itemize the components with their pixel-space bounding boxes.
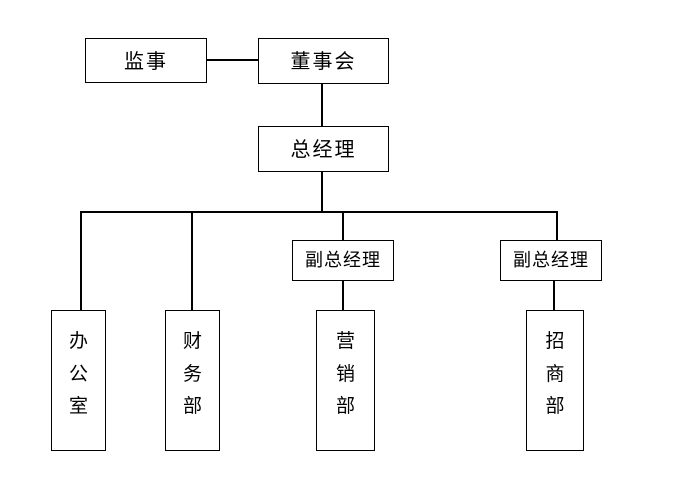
connector-deputy-2-to-investment — [553, 280, 555, 311]
node-board-of-directors-label: 董事会 — [290, 49, 357, 73]
node-marketing-department-label: 营销部 — [336, 330, 356, 418]
connector-horizontal-bus — [80, 211, 558, 213]
node-board-of-directors[interactable]: 董事会 — [258, 38, 389, 84]
connector-supervisor-to-board — [206, 59, 259, 61]
node-office[interactable]: 办公室 — [51, 310, 106, 451]
connector-general-manager-stem — [321, 171, 323, 212]
connector-bus-drop-deputy-2 — [556, 211, 558, 241]
node-deputy-general-manager-1[interactable]: 副总经理 — [292, 240, 394, 281]
node-supervisor-label: 监事 — [124, 48, 168, 73]
connector-bus-drop-office — [80, 211, 82, 311]
node-investment-department[interactable]: 招商部 — [526, 310, 584, 451]
node-general-manager-label: 总经理 — [290, 137, 357, 161]
node-office-label: 办公室 — [69, 330, 89, 418]
node-deputy-general-manager-2[interactable]: 副总经理 — [500, 240, 602, 281]
node-marketing-department[interactable]: 营销部 — [316, 310, 375, 451]
node-supervisor[interactable]: 监事 — [85, 38, 207, 83]
node-general-manager[interactable]: 总经理 — [258, 126, 389, 172]
node-finance-department[interactable]: 财务部 — [165, 310, 220, 451]
connector-deputy-1-to-marketing — [342, 280, 344, 311]
connector-bus-drop-finance — [191, 211, 193, 311]
node-deputy-general-manager-2-label: 副总经理 — [513, 249, 589, 271]
connector-board-to-general-manager — [321, 82, 323, 127]
connector-bus-drop-deputy-1 — [342, 211, 344, 241]
node-finance-department-label: 财务部 — [183, 330, 203, 418]
node-deputy-general-manager-1-label: 副总经理 — [305, 249, 381, 271]
node-investment-department-label: 招商部 — [545, 330, 565, 418]
